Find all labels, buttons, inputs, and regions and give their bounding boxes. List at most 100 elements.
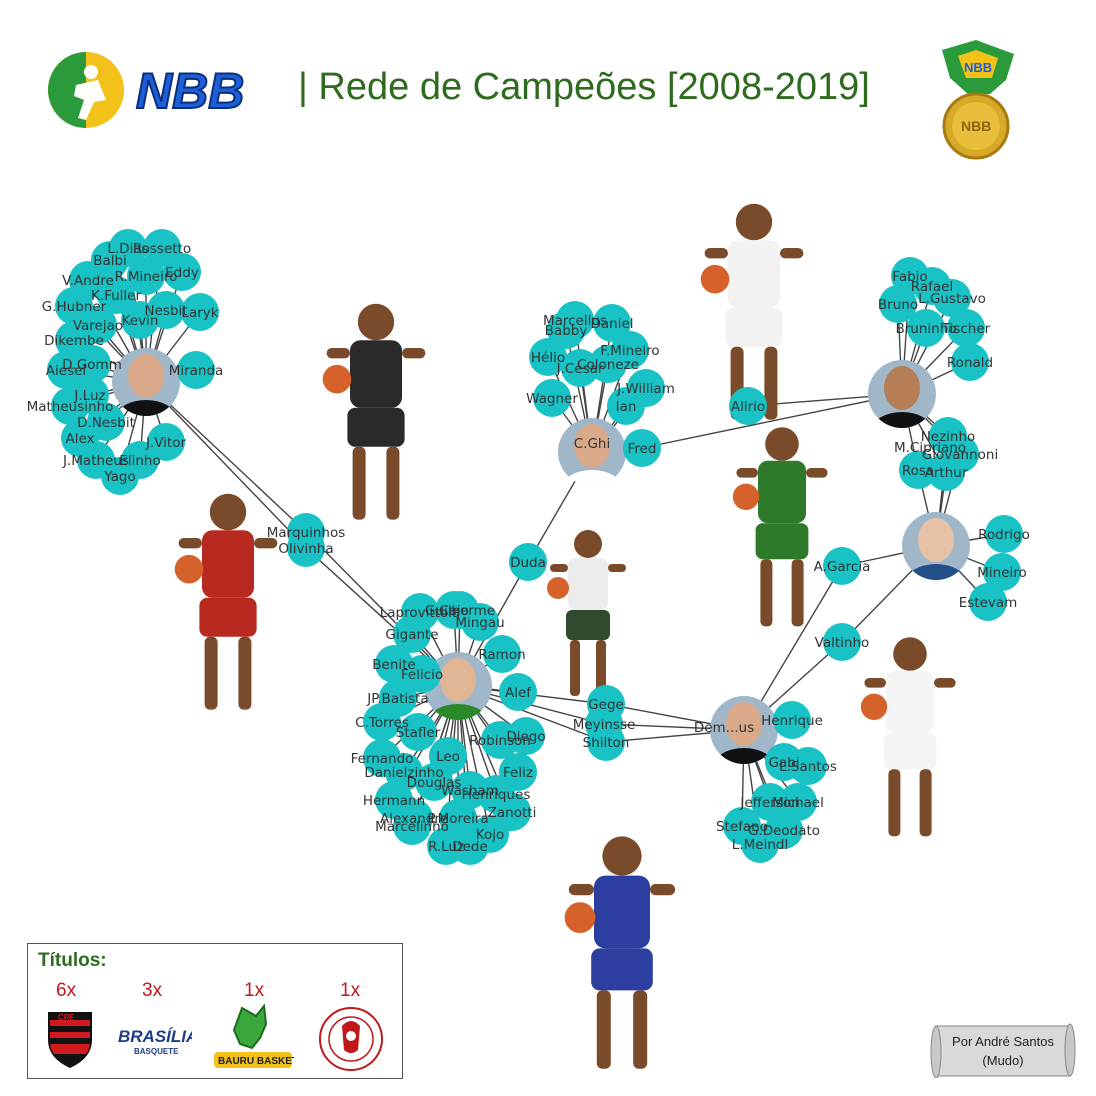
player-node-label: Valtinho [815, 635, 870, 651]
player-node-label: Dikembe [44, 333, 104, 349]
player-photo [732, 427, 828, 627]
player-node-label: L.Dias [107, 241, 148, 257]
player-node [789, 747, 827, 785]
player-node-label: Rossetto [133, 241, 191, 257]
player-node [823, 623, 861, 661]
svg-text:BASQUETE: BASQUETE [134, 1047, 179, 1056]
player-photo [547, 530, 626, 696]
player-node [927, 453, 965, 491]
player-node-label: Babby [545, 323, 588, 339]
player-node [947, 309, 985, 347]
player-node-label: Olivinha [278, 541, 333, 557]
player-node [121, 301, 159, 339]
medal-label: NBB [964, 60, 992, 75]
player-node-label: Marcellus [543, 313, 607, 329]
player-node [773, 701, 811, 739]
player-node-label: Balbi [93, 253, 127, 269]
player-node-label: Fernando [351, 751, 414, 767]
player-node-label: L.Santos [779, 759, 837, 775]
player-node [533, 379, 571, 417]
nbb-logo: NBB [46, 50, 271, 134]
brasilia-logo-icon: BRASÍLIA BASQUETE [116, 1022, 198, 1062]
player-node-label: P.Moreira [427, 811, 488, 827]
player-node-label: Bruno [878, 297, 918, 313]
player-node-label: Wagner [526, 391, 578, 407]
player-node [101, 457, 139, 495]
graph-edge [145, 381, 307, 533]
player-node [181, 293, 219, 331]
player-node-label: Aiesel [46, 363, 86, 379]
svg-text:NBB: NBB [961, 118, 991, 134]
coach-label: Dem...us [694, 720, 754, 736]
player-node-label: D.Nesbit [77, 415, 135, 431]
player-node [823, 547, 861, 585]
player-node-label: Rodrigo [978, 527, 1030, 543]
player-node [403, 655, 441, 693]
player-node [547, 311, 585, 349]
player-node-label: Duda [510, 555, 546, 571]
player-node-label: Nezinho [921, 429, 976, 445]
player-node-label: F.Mineiro [600, 343, 659, 359]
player-node-label: Ramon [478, 647, 525, 663]
player-photo [564, 836, 676, 1069]
coach-photo [902, 512, 970, 580]
player-node-label: Henrique [761, 713, 823, 729]
paulistano-crest-icon [318, 1006, 384, 1076]
player-node [879, 285, 917, 323]
player-node-label: R.Luz [428, 839, 464, 855]
player-node-label: J.Vitor [145, 435, 187, 451]
player-node-label: Douglas [407, 775, 462, 791]
player-node-label: Arthur [925, 465, 968, 481]
player-node-label: Hermann [363, 793, 425, 809]
coach-label: C.Ghi [574, 436, 611, 452]
player-node-label: Varejao [73, 318, 123, 334]
player-node-label: Henriques [462, 787, 531, 803]
player-node-label: V.Andre [62, 273, 114, 289]
player-node [509, 543, 547, 581]
player-node-label: Elinho [119, 453, 160, 469]
player-node [51, 387, 89, 425]
player-photo [322, 303, 426, 520]
player-node-label: Kojo [476, 827, 504, 843]
player-node-label: Laprovittola [380, 605, 461, 621]
player-photo [174, 493, 278, 710]
player-node-label: Jefferson [739, 795, 799, 811]
player-node-label: Gege [588, 697, 624, 713]
player-node-label: Alex [65, 431, 94, 447]
player-node-label: G.Deodato [748, 823, 820, 839]
player-node-label: Daniel [590, 316, 633, 332]
page-title: | Rede de Campeões [2008-2019] [298, 66, 870, 108]
flamengo-count: 6x [56, 980, 77, 1001]
player-node-label: Gigante [385, 627, 438, 643]
player-node [593, 304, 631, 342]
player-node [127, 257, 165, 295]
player-node-label: Stafler [396, 725, 441, 741]
player-node-label: Felicio [401, 667, 443, 683]
paulistano-count: 1x [340, 980, 361, 1001]
player-node [507, 717, 545, 755]
player-node-label: Dede [452, 839, 488, 855]
bauru-count: 1x [244, 980, 265, 1001]
player-node-label: Alexandre [380, 811, 448, 827]
player-node-label: Marquinhos [267, 525, 346, 541]
player-node-label: Mineiro [977, 565, 1027, 581]
player-node-label: Estevam [959, 595, 1018, 611]
player-node-label: Caio [439, 603, 469, 619]
player-node-label: Shilton [583, 735, 630, 751]
player-node [451, 827, 489, 865]
svg-text:BAURU BASKET: BAURU BASKET [218, 1056, 294, 1067]
player-node-label: Feliz [503, 765, 533, 781]
player-node-label: Rafael [911, 279, 953, 295]
player-node [393, 615, 431, 653]
player-node-label: Kevin [122, 313, 159, 329]
player-node-label: Stefano [716, 819, 768, 835]
player-node-label: G.Hubner [42, 299, 107, 315]
player-node-label: Nesbit [144, 303, 187, 319]
player-node [483, 635, 521, 673]
player-node [741, 825, 779, 863]
player-node [561, 349, 599, 387]
player-node [983, 553, 1021, 591]
player-node-label: K.Fuller [91, 288, 142, 304]
player-node-label: Fabio [892, 269, 927, 285]
